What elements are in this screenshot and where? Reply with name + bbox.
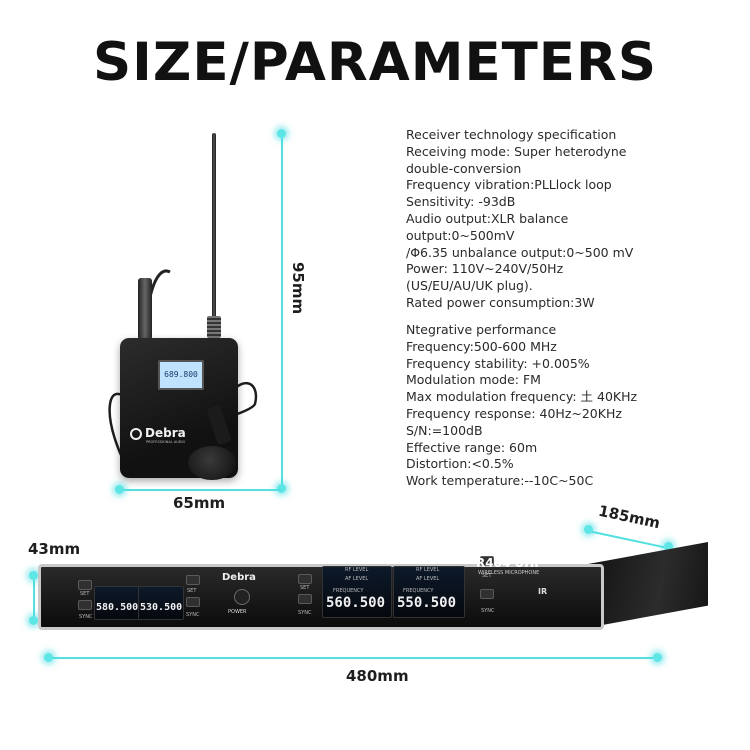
channel-frequency: 560.500 [326, 595, 386, 611]
transmitter-logo: Debra PROFESSIONAL AUDIO [130, 426, 186, 444]
receiver-width-label: 480mm [346, 667, 409, 685]
receiver-logo: Debra [222, 572, 256, 583]
down-button[interactable] [186, 597, 200, 607]
af-level-label: AF LEVEL [416, 576, 440, 582]
model-name: R404 UHF [476, 556, 543, 570]
down-button[interactable] [78, 600, 92, 610]
spec-line: S/N:=100dB [406, 422, 483, 438]
transmitter-lcd: 689.800 [158, 360, 204, 390]
rf-level-label: RF LEVEL [345, 567, 369, 573]
measure-dot [44, 653, 53, 662]
channel-display [94, 586, 140, 620]
measure-dot [653, 653, 662, 662]
transmitter-height-label: 95mm [289, 262, 307, 315]
channel-display [393, 566, 465, 618]
spec-line: Distortion:<0.5% [406, 456, 514, 472]
rf-level-label: RF LEVEL [416, 567, 440, 573]
lavalier-mic-icon [188, 446, 236, 480]
brand-logo-icon [130, 428, 142, 440]
receiver-depth-label: 185mm [596, 501, 662, 533]
spec-line: Receiver technology specification [406, 127, 617, 142]
transmitter-width-label: 65mm [173, 494, 226, 512]
spec-line: Power: 110V~240V/50Hz [406, 261, 564, 277]
spec-line: output:0~500mV [406, 227, 515, 243]
frequency-label: FREQUENCY [333, 588, 364, 594]
measure-dot [664, 542, 673, 551]
spec-line: Frequency stability: +0.005% [406, 355, 590, 371]
receiver-width-line [48, 657, 658, 659]
channel-display [138, 586, 184, 620]
set-label: SET [482, 573, 492, 579]
af-level-label: AF LEVEL [345, 576, 369, 582]
sync-label: SYNC [79, 614, 93, 620]
up-button[interactable] [186, 575, 200, 585]
up-button[interactable] [480, 556, 494, 566]
spec-line: double-conversion [406, 160, 522, 176]
receiver-specs: Receiver technology specification Receiv… [406, 127, 633, 312]
spec-line: (US/EU/AU/UK plug). [406, 278, 533, 294]
spec-line: Work temperature:--10C~50C [406, 473, 594, 489]
spec-line: Frequency response: 40Hz~20KHz [406, 405, 622, 421]
performance-specs: Ntegrative performance Frequency:500-600… [406, 322, 637, 490]
spec-line: Audio output:XLR balance [406, 210, 569, 226]
spec-line: Max modulation frequency: 土 40KHz [406, 389, 638, 405]
antenna [212, 133, 216, 323]
up-button[interactable] [298, 574, 312, 584]
spec-line: Rated power consumption:3W [406, 294, 595, 310]
set-label: SET [300, 585, 310, 591]
spec-line: /Φ6.35 unbalance output:0~500 mV [406, 244, 634, 260]
transmitter-brand-sub: PROFESSIONAL AUDIO [146, 440, 186, 444]
height-measure-line [281, 134, 283, 488]
spec-line: Receiving mode: Super heterodyne [406, 143, 627, 159]
power-button[interactable] [234, 589, 250, 605]
channel-display [322, 566, 392, 618]
spec-line: Frequency:500-600 MHz [406, 338, 557, 354]
sync-label: SYNC [298, 610, 312, 616]
transmitter-body: 689.800 Debra PROFESSIONAL AUDIO [120, 338, 238, 478]
measure-dot [29, 616, 38, 625]
down-button[interactable] [480, 589, 494, 599]
antenna-connector [207, 316, 221, 338]
measure-dot [29, 571, 38, 580]
spec-line: Frequency vibration:PLLlock loop [406, 177, 612, 193]
receiver-height-line [33, 575, 35, 621]
model-subtitle: WIRELESS MICROPHONE [478, 570, 540, 576]
up-button[interactable] [78, 580, 92, 590]
width-measure-line [120, 489, 282, 491]
measure-dot [115, 485, 124, 494]
sync-label: SYNC [186, 612, 200, 618]
set-label: SET [187, 588, 197, 594]
transmitter-brand: Debra [145, 426, 186, 440]
measure-dot [584, 525, 593, 534]
power-label: POWER [228, 609, 247, 615]
spec-line: Ntegrative performance [406, 322, 557, 337]
receiver-side-panel [586, 542, 708, 628]
spec-line: Effective range: 60m [406, 439, 538, 455]
down-button[interactable] [298, 594, 312, 604]
page-title: SIZE/PARAMETERS [93, 32, 657, 93]
bodypack-transmitter: 689.800 Debra PROFESSIONAL AUDIO [100, 128, 270, 488]
measure-dot [277, 129, 286, 138]
spec-line: Modulation mode: FM [406, 372, 541, 388]
sync-label: SYNC [481, 608, 495, 614]
audio-jack [138, 278, 152, 340]
measure-dot [277, 484, 286, 493]
channel-frequency: 530.500 [140, 602, 183, 613]
transmitter-frequency: 689.800 [164, 370, 198, 379]
ir-sensor-icon: IR [538, 587, 548, 596]
receiver-height-label: 43mm [28, 540, 81, 558]
spec-line: Sensitivity: -93dB [406, 194, 516, 210]
set-label: SET [80, 591, 90, 597]
frequency-label: FREQUENCY [403, 588, 434, 594]
channel-frequency: 550.500 [397, 595, 457, 611]
channel-frequency: 580.500 [96, 602, 139, 613]
